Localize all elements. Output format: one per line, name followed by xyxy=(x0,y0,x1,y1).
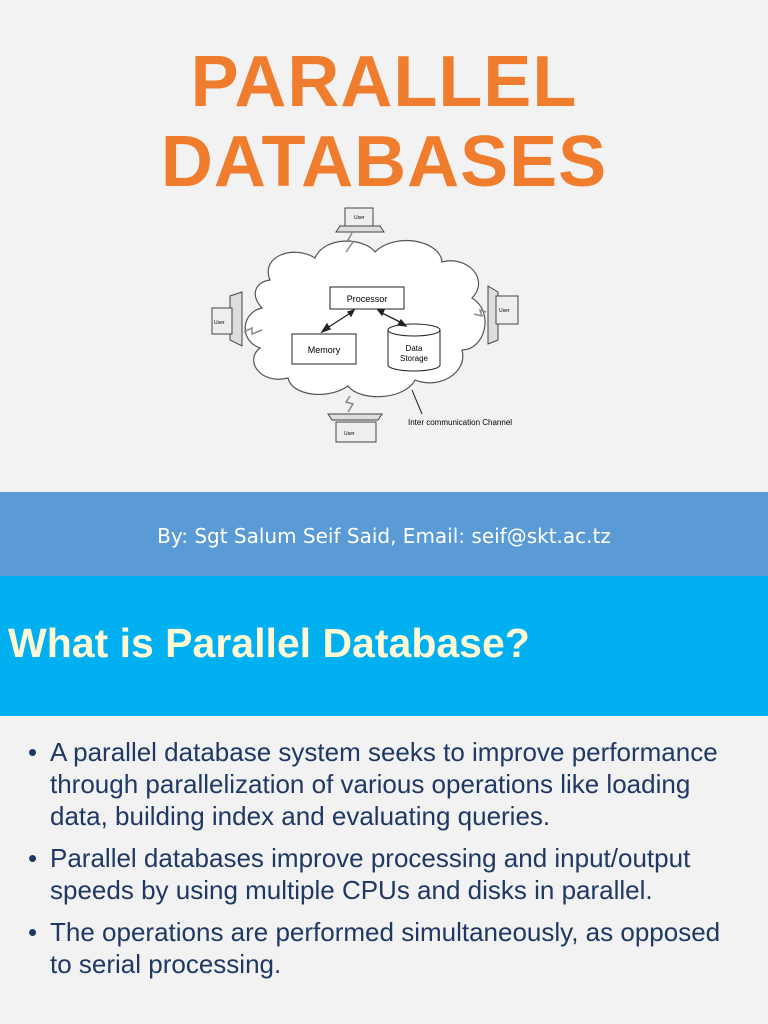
link-left xyxy=(243,326,263,336)
title-line-1: PARALLEL xyxy=(190,42,578,122)
title-slide: PARALLEL DATABASES Processor Memory Data… xyxy=(0,0,768,492)
bullet-marker: • xyxy=(28,843,38,873)
user-label-top: User xyxy=(354,215,365,221)
storage-label-line2: Storage xyxy=(400,354,429,363)
link-right xyxy=(473,308,487,318)
memory-box xyxy=(291,333,357,365)
bullet-marker: • xyxy=(28,737,38,767)
parallel-database-diagram: Processor Memory Data Storage User xyxy=(211,207,519,443)
storage-label-line1: Data xyxy=(406,344,423,353)
title-line-2: DATABASES xyxy=(160,122,608,202)
slide-content: • A parallel database system seeks to imp… xyxy=(0,716,768,1024)
author-bar: By: Sgt Salum Seif Said, Email: seif@skt… xyxy=(0,492,768,576)
slide-heading: What is Parallel Database? xyxy=(8,620,530,666)
bullet-item: • A parallel database system seeks to imp… xyxy=(28,736,748,832)
user-laptop-left xyxy=(211,291,243,347)
cloud-shape xyxy=(244,239,486,398)
bullet-item: • Parallel databases improve processing a… xyxy=(28,842,748,906)
memory-label: Memory xyxy=(308,345,341,355)
user-laptop-bottom xyxy=(327,413,383,443)
processor-box xyxy=(329,286,405,310)
link-bottom xyxy=(344,395,355,413)
author-text: By: Sgt Salum Seif Said, Email: seif@skt… xyxy=(157,524,611,548)
user-label-bottom: User xyxy=(344,431,355,437)
user-label-left: User xyxy=(214,320,225,326)
user-label-right: User xyxy=(499,308,510,314)
bullet-marker: • xyxy=(28,917,38,947)
channel-pointer xyxy=(411,389,423,415)
bullet-text: A parallel database system seeks to impr… xyxy=(50,737,718,831)
bullet-list: • A parallel database system seeks to imp… xyxy=(28,736,748,990)
user-laptop-top xyxy=(335,207,385,233)
processor-arrows xyxy=(320,308,408,334)
slide-heading-bar: What is Parallel Database? xyxy=(0,576,768,716)
channel-label: Inter communication Channel xyxy=(408,418,512,427)
bullet-text: Parallel databases improve processing an… xyxy=(50,843,691,905)
user-laptop-right xyxy=(487,285,519,345)
bullet-item: • The operations are performed simultaneo… xyxy=(28,916,748,980)
link-top xyxy=(345,232,355,253)
data-storage-cylinder xyxy=(387,323,441,372)
processor-label: Processor xyxy=(347,294,388,304)
bullet-text: The operations are performed simultaneou… xyxy=(50,917,721,979)
